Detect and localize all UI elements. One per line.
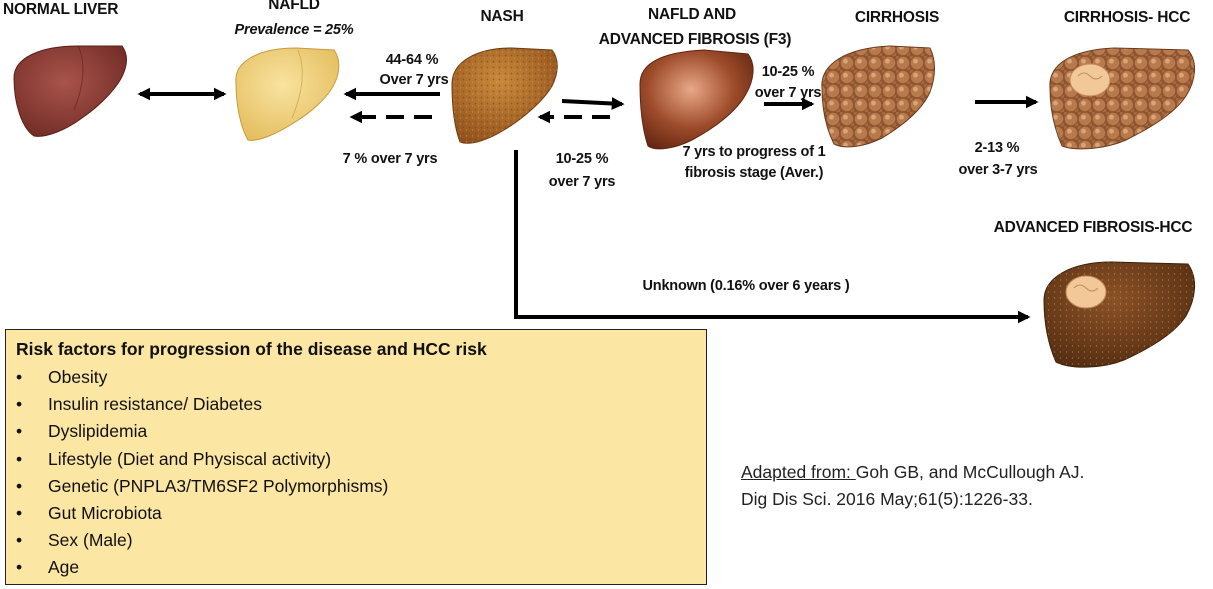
cirrhosis-liver-illustration [821,45,935,148]
risk-factor-item: Gut Microbiota [16,500,696,527]
nash-to-nafld-rate: 7 % over 7 yrs [342,151,438,167]
nafld-prevalence: Prevalence = 25% [234,22,354,38]
risk-factor-item: Age [16,554,696,581]
citation-prefix: Adapted from: [741,462,856,482]
cirrhosis-hcc-title: CIRRHOSIS- HCC [1063,9,1191,26]
fibrosis-to-cirrhosis-rate-line1: 10-25 % [761,64,815,80]
citation-authors: Goh GB, and McCullough AJ. [855,462,1085,482]
risk-factor-item: Insulin resistance/ Diabetes [16,391,696,418]
nafld-fibrosis-title-line1: NAFLD AND [647,6,737,23]
risk-factor-item: Lifestyle (Diet and Physiscal activity) [16,446,696,473]
normal-liver-illustration [13,45,127,137]
cirrhosis-hcc-liver-illustration [1049,47,1195,150]
risk-factor-item: Genetic (PNPLA3/TM6SF2 Polymorphisms) [16,473,696,500]
advanced-fibrosis-hcc-liver-illustration [1043,261,1195,368]
nafld-to-nash-rate-line1: 44-64 % [385,52,439,68]
fibrosis-to-cirrhosis-rate-line2: over 7 yrs [754,85,822,101]
fibrosis-progress-note-line2: fibrosis stage (Aver.) [684,165,824,181]
nash-to-fibrosis-arrow [561,97,625,110]
cirrhosis-to-hcc-rate-line1: 2-13 % [974,140,1020,156]
nafld-liver-illustration [235,47,340,141]
nash-to-fibrosis-rate-line1: 10-25 % [555,151,609,167]
nash-to-hcc-rate: Unknown (0.16% over 6 years ) [642,278,850,294]
nash-liver-illustration [451,47,558,144]
nafld-title: NAFLD [268,0,320,13]
fibrosis-liver-illustration [639,49,754,150]
nash-to-fibrosis-rate-line2: over 7 yrs [548,174,616,190]
risk-factors-list: Obesity Insulin resistance/ Diabetes Dys… [16,364,696,582]
nafld-to-nash-rate-line2: Over 7 yrs [379,72,449,88]
citation-line1: Adapted from: Goh GB, and McCullough AJ. [741,459,1084,486]
risk-factors-box: Risk factors for progression of the dise… [5,329,707,585]
nash-title: NASH [480,8,524,25]
nash-to-advanced-fibrosis-hcc-arrow [514,150,1031,324]
advanced-fibrosis-hcc-title: ADVANCED FIBROSIS-HCC [993,219,1193,236]
citation-journal: Dig Dis Sci. 2016 May;61(5):1226-33. [741,489,1033,509]
risk-factor-item: Dyslipidemia [16,418,696,445]
cirrhosis-title: CIRRHOSIS [854,9,940,26]
citation: Adapted from: Goh GB, and McCullough AJ.… [741,459,1084,513]
nafld-fibrosis-title-line2: ADVANCED FIBROSIS (F3) [598,31,792,48]
normal-liver-title: NORMAL LIVER [3,1,119,18]
cirrhosis-to-hcc-rate-line2: over 3-7 yrs [958,162,1038,178]
risk-factors-title: Risk factors for progression of the dise… [16,339,487,359]
risk-factor-item: Sex (Male) [16,527,696,554]
risk-factor-item: Obesity [16,364,696,391]
fibrosis-progress-note-line1: 7 yrs to progress of 1 [682,144,826,160]
